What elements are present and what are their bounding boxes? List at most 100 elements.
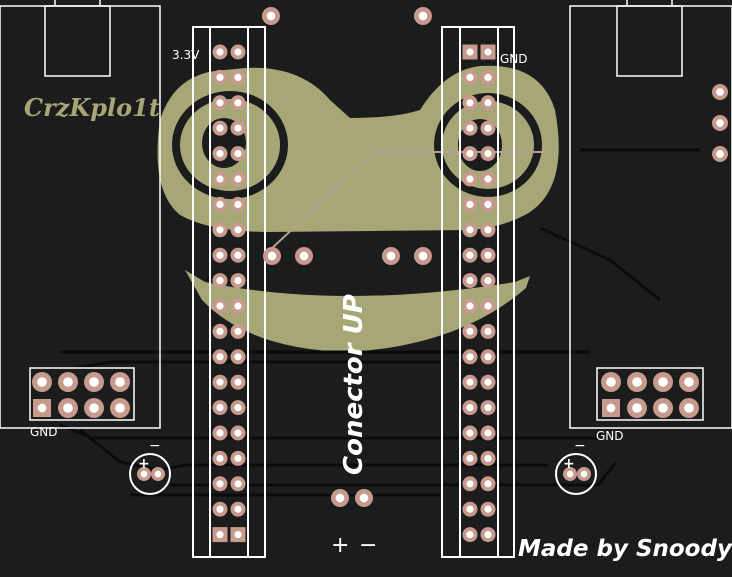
left-header-pad-hole [234, 480, 242, 488]
connector-title: Conector UP [339, 294, 369, 475]
right-header-pad-hole [484, 378, 492, 386]
right-header-pad-hole [466, 73, 474, 81]
right-header-pad-hole [466, 404, 474, 412]
right-header-pad-hole [466, 175, 474, 183]
mounting-pad-hole [266, 11, 276, 21]
left-capacitor [129, 453, 171, 495]
right-header-pad-hole [466, 200, 474, 208]
right-header-pad-hole [466, 277, 474, 285]
right-header-pad-hole [484, 480, 492, 488]
right-module-pad-hole [606, 377, 616, 387]
brand-logo-text: CrzKplo1t [24, 93, 160, 122]
right-header-pad-hole [484, 150, 492, 158]
middle-pad-hole [386, 251, 396, 261]
through-hole-pads [32, 7, 728, 543]
left-header-pad-hole [234, 175, 242, 183]
left-header-pad-hole [216, 277, 224, 285]
left-header-pad-hole [216, 175, 224, 183]
left-header-pad-hole [216, 251, 224, 259]
left-header-pad-hole [216, 480, 224, 488]
right-module-pad-hole [684, 377, 694, 387]
left-header-pad-hole [216, 353, 224, 361]
left-header-pad-hole [216, 73, 224, 81]
plus-sign: + [331, 533, 349, 558]
right-header-pad-hole [466, 353, 474, 361]
right-header-pad-hole [466, 302, 474, 310]
left-header-pad-hole [216, 99, 224, 107]
left-module-pad-hole [115, 377, 125, 387]
cap-left-pad-hole [140, 470, 148, 478]
middle-pad-hole [418, 251, 428, 261]
left-header-pad-hole [216, 200, 224, 208]
left-header-pad-hole [216, 302, 224, 310]
left-eye-ring [172, 91, 288, 199]
left-header-pad-hole [234, 73, 242, 81]
right-header-pad-hole [466, 531, 474, 539]
middle-pad-hole [267, 251, 277, 261]
left-module-pad-hole [89, 377, 99, 387]
left-module-pad-hole [63, 377, 73, 387]
cap-right-minus: − [574, 438, 586, 454]
left-module-pad-hole [37, 377, 47, 387]
power-pad-hole [359, 493, 369, 503]
right-header-pad-hole [466, 480, 474, 488]
left-header-pad-hole [234, 454, 242, 462]
gnd-right-module-label: GND [596, 429, 624, 443]
left-header-pad-hole [216, 48, 224, 56]
gnd-left-module-label: GND [30, 425, 58, 439]
left-header-pad-hole [216, 505, 224, 513]
cap-right-pad-hole [580, 470, 588, 478]
right-header-pad-hole [484, 404, 492, 412]
edge-pad-hole [716, 119, 724, 127]
right-header-pad-hole [484, 429, 492, 437]
right-module-pad-hole [606, 403, 616, 413]
copper-traces [59, 148, 700, 497]
left-header-pad-hole [234, 200, 242, 208]
cap-right-pad-hole [566, 470, 574, 478]
right-module-pad-hole [658, 377, 668, 387]
right-capacitor [555, 453, 597, 495]
left-header-pad-hole [234, 302, 242, 310]
right-header-pad-hole [484, 531, 492, 539]
left-header-pad-hole [234, 378, 242, 386]
right-header-pad-hole [484, 353, 492, 361]
right-header-pad-hole [484, 251, 492, 259]
left-header-pad-hole [234, 505, 242, 513]
cap-left-pad-hole [154, 470, 162, 478]
left-module-pad-hole [37, 403, 47, 413]
left-header-pad-hole [234, 48, 242, 56]
right-header-pad-hole [484, 454, 492, 462]
right-header-pad-hole [484, 124, 492, 132]
left-header-pad-hole [216, 226, 224, 234]
right-header-pad-hole [484, 277, 492, 285]
left-header-pad-hole [234, 150, 242, 158]
frog-mouth [185, 270, 530, 352]
right-header-pad-hole [466, 251, 474, 259]
right-header-pad-hole [466, 99, 474, 107]
right-header-pad-hole [484, 226, 492, 234]
left-header-pad-hole [216, 378, 224, 386]
left-header-pad-hole [216, 124, 224, 132]
right-module-pad-hole [632, 403, 642, 413]
pin-3v3-label: 3.3V [172, 48, 200, 62]
middle-pad-hole [299, 251, 309, 261]
left-header-pad-hole [234, 251, 242, 259]
left-header-outline [192, 26, 266, 558]
right-header-pad-hole [484, 48, 492, 56]
left-module-outline [0, 0, 161, 429]
left-header-pad-hole [234, 404, 242, 412]
pin-gnd-header-label: GND [500, 52, 528, 66]
left-header-pad-hole [216, 404, 224, 412]
left-header-pad-hole [216, 454, 224, 462]
right-header-pad-hole [466, 150, 474, 158]
right-header-pad-hole [484, 73, 492, 81]
edge-pad-hole [716, 88, 724, 96]
minus-sign: − [359, 533, 377, 558]
right-module-pad-hole [684, 403, 694, 413]
right-header-pad-hole [484, 302, 492, 310]
right-header-pad-hole [466, 429, 474, 437]
mounting-pad-hole [418, 11, 428, 21]
left-header-pad-hole [234, 124, 242, 132]
